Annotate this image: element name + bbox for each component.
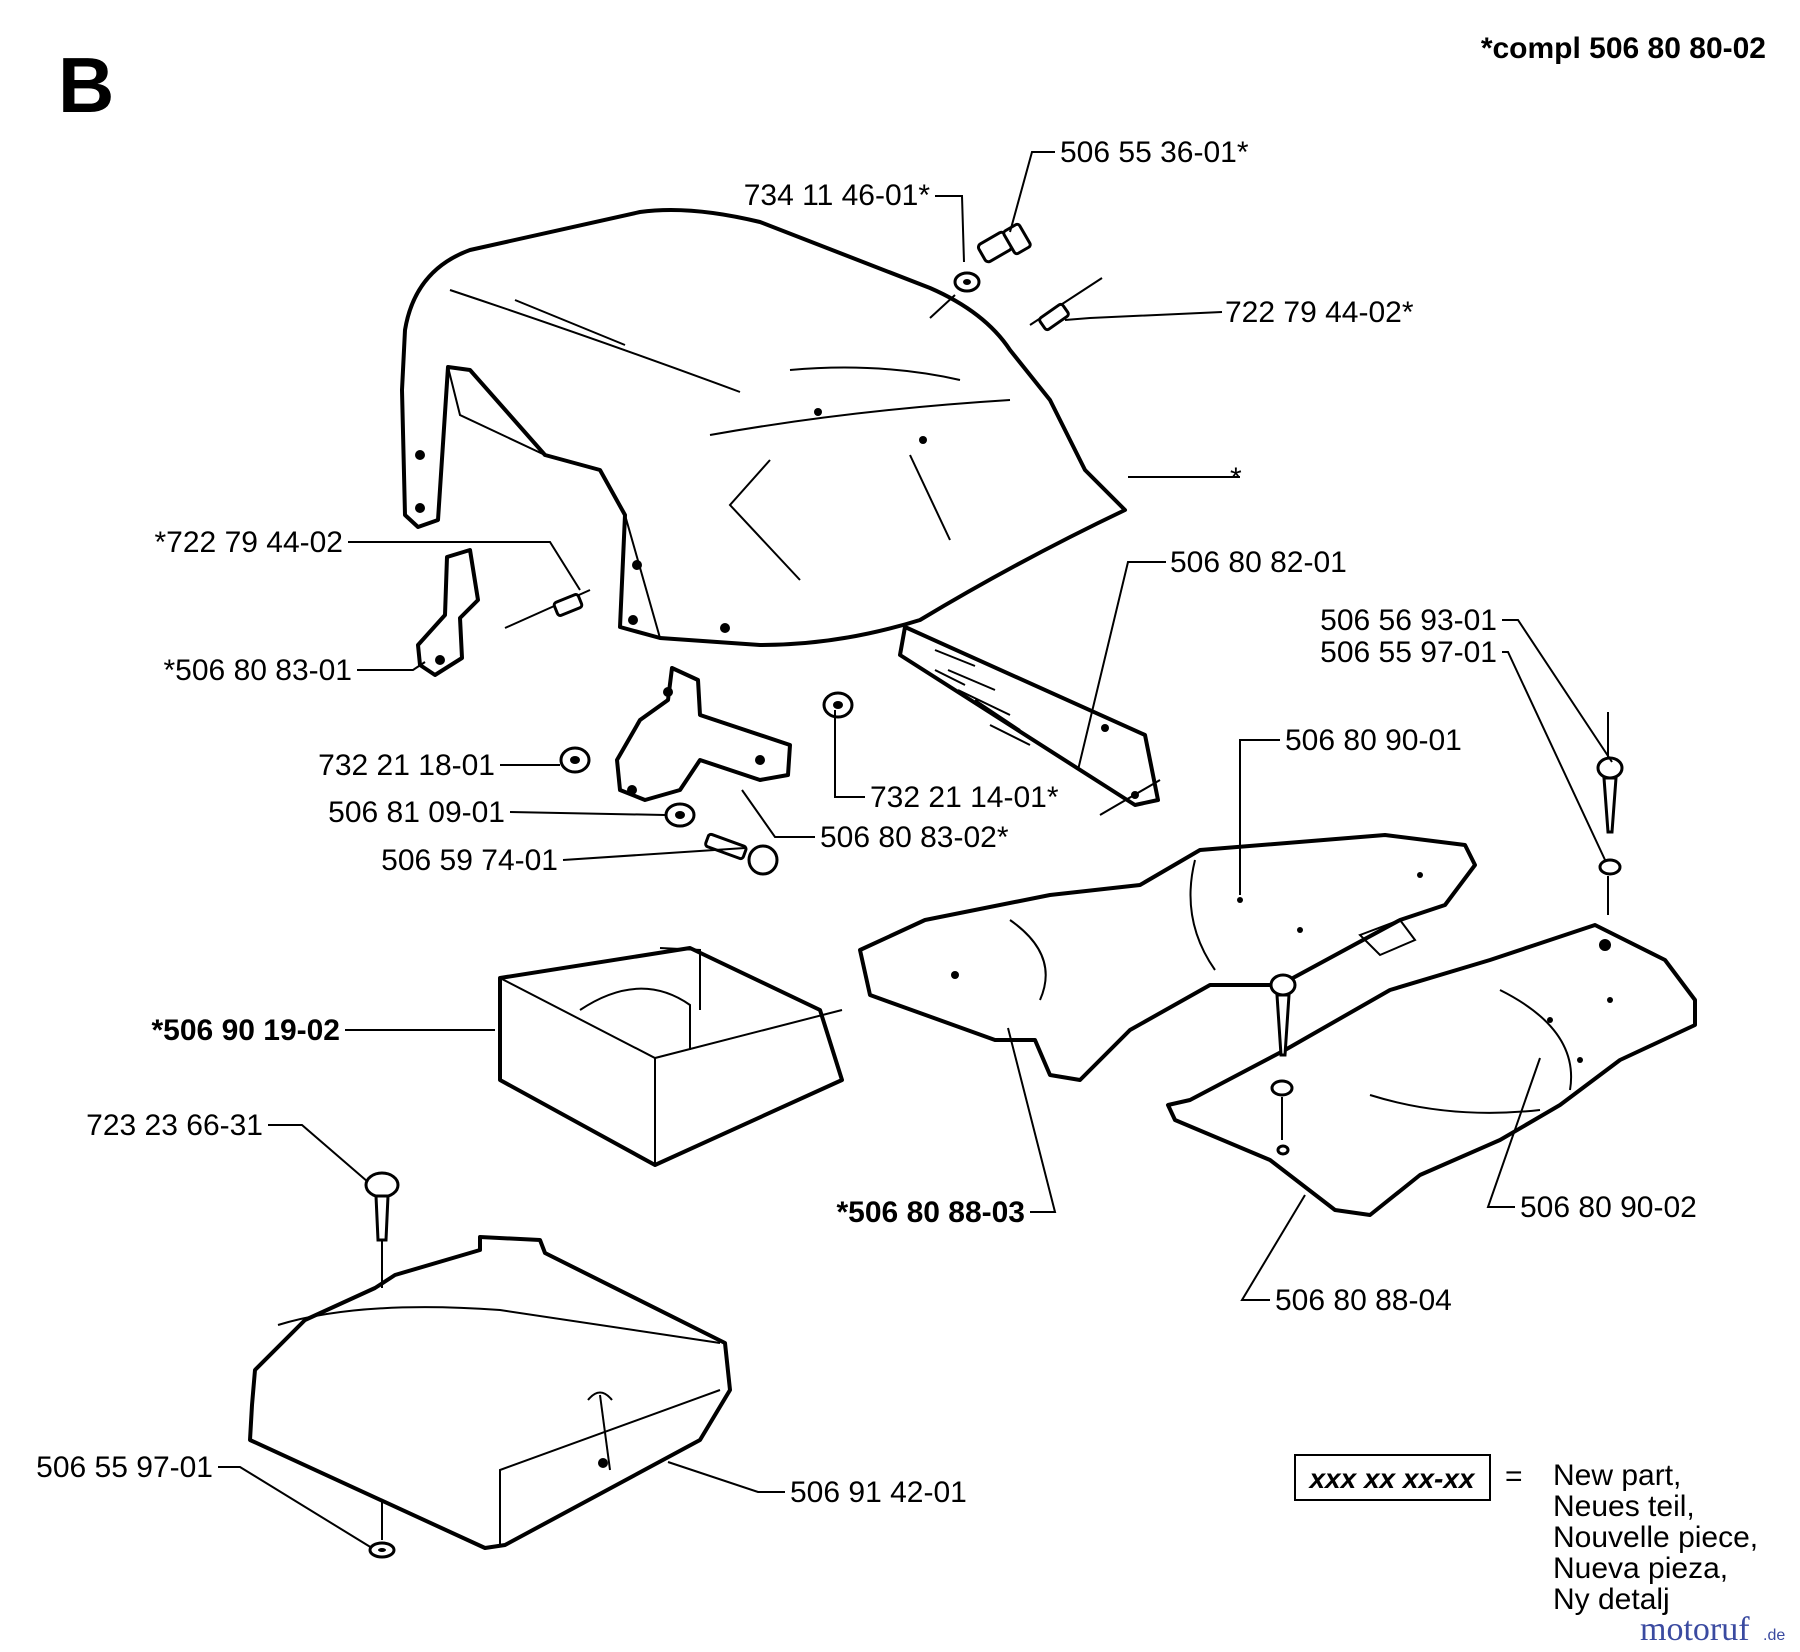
label-506-91-42-01: 506 91 42-01 bbox=[790, 1476, 967, 1509]
label-506-80-88-03: *506 80 88-03 bbox=[837, 1196, 1026, 1229]
complete-assembly-number: *compl 506 80 80-02 bbox=[1481, 32, 1766, 65]
label-506-55-97-01-bottom: 506 55 97-01 bbox=[36, 1451, 213, 1484]
label-506-80-83-01: *506 80 83-01 bbox=[164, 654, 353, 687]
label-734-11-46-01: 734 11 46-01* bbox=[744, 179, 931, 212]
label-hood: * bbox=[1230, 462, 1242, 495]
motoruf-watermark: motoruf .de bbox=[1640, 1611, 1785, 1648]
bolt-506-55-36-01-icon bbox=[976, 222, 1032, 264]
grille-plate-506-80-82-01 bbox=[898, 625, 1161, 816]
battery-cover-506-91-42-01 bbox=[248, 1235, 732, 1550]
label-506-55-36-01: 506 55 36-01* bbox=[1060, 136, 1249, 169]
label-732-21-14-01: 732 21 14-01* bbox=[870, 781, 1059, 814]
legend-line-4: Nueva pieza, bbox=[1553, 1552, 1728, 1585]
washer-506-81-09-01-icon bbox=[664, 802, 696, 828]
legend-line-3: Nouvelle piece, bbox=[1553, 1521, 1758, 1554]
footboard-506-80-88-03 bbox=[858, 833, 1477, 1082]
section-letter: B bbox=[58, 41, 114, 129]
nut-732-21-14-01-icon bbox=[822, 691, 854, 719]
new-part-legend: xxx xx xx-xx = New part, Neues teil, Nou… bbox=[1294, 1454, 1758, 1616]
label-506-80-90-01: 506 80 90-01 bbox=[1285, 724, 1462, 757]
legend-sample-box bbox=[1294, 1454, 1491, 1501]
bracket-506-80-83-02 bbox=[615, 666, 792, 802]
pin-722-79-44-02-icon bbox=[1029, 277, 1103, 332]
legend-line-1: New part, bbox=[1553, 1459, 1681, 1492]
label-506-56-93-01: 506 56 93-01 bbox=[1320, 604, 1497, 637]
label-732-21-18-01: 732 21 18-01 bbox=[318, 749, 495, 782]
leader-lines bbox=[218, 151, 1613, 1549]
label-722-79-44-02-right: 722 79 44-02* bbox=[1225, 296, 1414, 329]
washer-506-55-97-01-top-icon bbox=[1598, 858, 1622, 915]
label-722-79-44-02-left: *722 79 44-02 bbox=[155, 526, 344, 559]
screw-506-56-93-01-icon bbox=[1596, 712, 1624, 834]
footboard-506-80-88-04 bbox=[1166, 923, 1697, 1217]
bolt-506-59-74-01-icon bbox=[704, 832, 779, 876]
watermark-text: motoruf bbox=[1640, 1611, 1750, 1648]
label-506-80-82-01: 506 80 82-01 bbox=[1170, 546, 1347, 579]
label-506-90-19-02: *506 90 19-02 bbox=[152, 1014, 341, 1047]
pin-722-79-44-02-left-icon bbox=[504, 589, 591, 629]
screw-723-23-66-31-icon bbox=[364, 1171, 400, 1288]
label-723-23-66-31: 723 23 66-31 bbox=[86, 1109, 263, 1142]
bracket-506-80-83-01 bbox=[416, 548, 480, 677]
legend-sample-number: xxx xx xx-xx bbox=[1307, 1463, 1475, 1494]
seat-box-506-90-19-02 bbox=[498, 946, 844, 1167]
label-506-81-09-01: 506 81 09-01 bbox=[328, 796, 505, 829]
label-506-55-97-01-top: 506 55 97-01 bbox=[1320, 636, 1497, 669]
label-506-59-74-01: 506 59 74-01 bbox=[381, 844, 558, 877]
nut-732-21-18-01-icon bbox=[559, 746, 591, 774]
legend-line-5: Ny detalj bbox=[1553, 1583, 1670, 1616]
label-506-80-83-02: 506 80 83-02* bbox=[820, 821, 1009, 854]
legend-line-2: Neues teil, bbox=[1553, 1490, 1695, 1523]
washer-506-55-97-01-bottom-icon bbox=[368, 1500, 396, 1559]
legend-equals: = bbox=[1505, 1460, 1523, 1493]
label-506-80-88-04: 506 80 88-04 bbox=[1275, 1284, 1452, 1317]
part-labels: 734 11 46-01* 506 55 36-01* 722 79 44-02… bbox=[36, 136, 1697, 1509]
label-506-80-90-02: 506 80 90-02 bbox=[1520, 1191, 1697, 1224]
watermark-suffix: .de bbox=[1763, 1627, 1785, 1644]
hood-cover bbox=[400, 208, 1127, 647]
screw-mat-middle-icon bbox=[1269, 973, 1297, 1156]
washer-734-11-46-01-icon bbox=[953, 271, 981, 293]
